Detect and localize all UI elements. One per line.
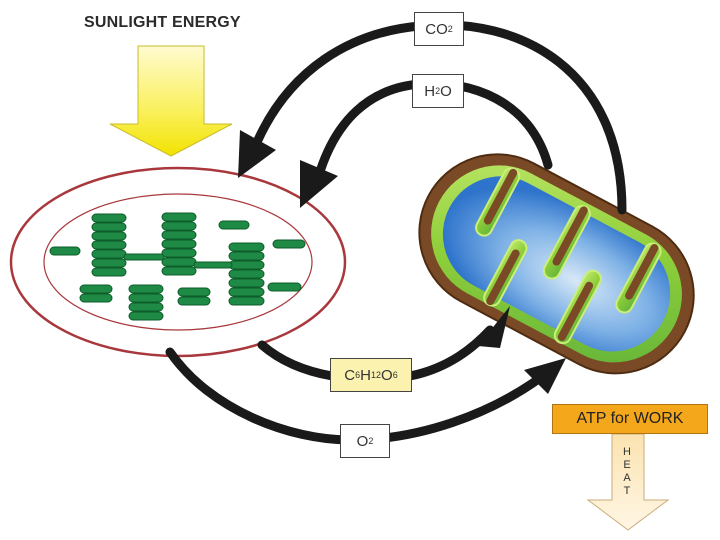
heat-letter-e: E (623, 459, 631, 471)
heat-letter-h: H (623, 446, 631, 458)
sunlight-energy-label: SUNLIGHT ENERGY (84, 14, 241, 31)
glucose-o-sub: 6 (392, 370, 398, 380)
co2-main: CO (425, 20, 448, 38)
heat-letter-t: T (623, 485, 631, 497)
co2-sub: 2 (447, 24, 453, 34)
heat-label: H E A T (620, 446, 634, 498)
h2o-sub: 2 (435, 86, 441, 96)
sunlight-arrow (109, 45, 233, 157)
chloroplast (9, 166, 347, 358)
o2-sub: 2 (368, 436, 374, 446)
o2-main: O (356, 432, 369, 450)
glucose-o: O (381, 366, 393, 384)
o2-arrowhead (524, 358, 566, 394)
glucose-h-sub: 12 (371, 370, 382, 380)
atp-for-work-label: ATP for WORK (552, 404, 708, 434)
glucose-h: H (360, 366, 371, 384)
glucose-c: C (344, 366, 356, 384)
h2o-h: H (424, 82, 436, 100)
co2-arrowhead (238, 130, 276, 178)
thylakoid-grana (49, 212, 306, 321)
h2o-o: O (440, 82, 452, 100)
arrow-heads (238, 130, 566, 394)
heat-letter-a: A (623, 472, 631, 484)
h2o-arrowhead (300, 160, 338, 208)
glucose-arrowhead (478, 306, 510, 348)
glucose-c-sub: 6 (355, 370, 361, 380)
heat-arrow (586, 433, 670, 531)
mitochondrion (418, 153, 695, 375)
